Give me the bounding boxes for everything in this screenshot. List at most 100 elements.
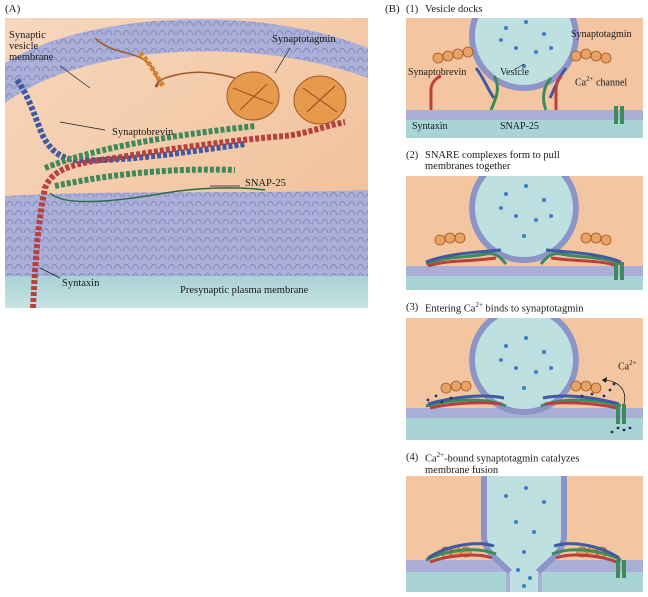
snare-red-right [550, 256, 619, 268]
panel-a-letter: (A) [5, 3, 21, 15]
snare-blue-right [542, 394, 620, 406]
vesicle-contents [499, 20, 553, 68]
extracellular-space [406, 120, 643, 138]
synaptotagmin-left [434, 232, 466, 246]
label-snap25-a: SNAP-25 [245, 178, 286, 189]
synaptotagmin-strands [232, 83, 338, 113]
step4-title-post: -bound synaptotagmin catalyzes membrane … [425, 453, 580, 476]
snare-blue-left [427, 542, 495, 560]
plasma-membrane [5, 190, 368, 280]
label-vesicle: Vesicle [500, 67, 529, 78]
panel-a-illustration [5, 18, 368, 308]
released-contents [504, 486, 546, 588]
leader-syntaxin [39, 267, 61, 279]
snare-blue-right [553, 542, 620, 560]
snare-red-left [429, 553, 493, 564]
step4-title-pre: Ca [425, 453, 437, 465]
synaptotagmin-left [432, 46, 474, 64]
extracellular-space [406, 276, 643, 290]
step3-title-sup: 2+ [475, 301, 483, 309]
label-synaptobrevin-a: Synaptobrevin [112, 127, 174, 138]
leader-vesicle [513, 63, 525, 71]
ca-channel-a [616, 404, 620, 424]
ca-channel-b [622, 560, 626, 578]
step2-svg [406, 176, 643, 290]
syntaxin-left [429, 74, 442, 110]
ca-channel-b [620, 106, 624, 124]
vesicle [469, 18, 579, 91]
panel-a-svg [5, 18, 368, 308]
step2-title: SNARE complexes form to pull membranes t… [425, 150, 560, 173]
calcium-arrowhead [602, 377, 607, 383]
extracellular-space [5, 276, 368, 308]
step4-svg [406, 476, 643, 592]
snare-green-right [551, 548, 622, 562]
ca-channel-a [614, 262, 618, 280]
label-syntaxin-b: Syntaxin [412, 121, 448, 132]
step4-panel [406, 476, 643, 592]
label-ca-channel-sup: 2+ [586, 75, 594, 83]
label-ca-channel-pre: Ca [575, 77, 587, 89]
label-synaptobrevin-b: Synaptobrevin [408, 67, 467, 78]
label-ca-channel: Ca2+ channel [575, 75, 628, 89]
snare-green-right [539, 252, 622, 266]
plasma-membrane [406, 266, 643, 276]
step4-title: Ca2+-bound synaptotagmin catalyzes membr… [425, 451, 580, 476]
step4-title-sup: 2+ [436, 451, 445, 459]
syntaxin-helix [30, 119, 346, 308]
extracellular-space [406, 418, 643, 440]
vesicle-contents [499, 336, 553, 390]
snare-red-right [544, 401, 618, 410]
synaptotagmin-right [580, 232, 612, 246]
vesicle-membrane [5, 19, 368, 103]
step2-number: (2) [406, 150, 419, 161]
step3-title: Entering Ca2+ binds to synaptotagmin [425, 301, 584, 315]
snare-blue-right [545, 248, 622, 264]
snap25-right [542, 77, 553, 111]
syntaxin-right [554, 74, 563, 110]
leader-vesicle-membrane [59, 65, 91, 89]
snare-blue-left [427, 394, 505, 406]
step2-panel [406, 176, 643, 290]
synaptotagmin-tmd [138, 51, 166, 88]
panel-b-letter: (B) [385, 3, 400, 15]
snare-red-left [429, 401, 503, 410]
snare-red-left [427, 256, 497, 268]
ca-channel-a [614, 106, 618, 124]
label-presynaptic-plasma-membrane: Presynaptic plasma membrane [180, 285, 309, 296]
step4-number: (4) [406, 452, 419, 463]
label-synaptotagmin-b: Synaptotagmin [571, 29, 632, 40]
calcium-ions [426, 382, 632, 434]
plasma-membrane [406, 110, 643, 120]
ca-channel-b [622, 404, 626, 424]
snap25-left [489, 75, 499, 111]
synaptotagmin-left [440, 380, 472, 394]
step3-svg [406, 318, 643, 440]
snap25-helix-1 [43, 123, 256, 171]
snare-green-left [425, 548, 497, 562]
step1-title: Vesicle docks [425, 4, 483, 15]
leader-synaptotagmin [274, 47, 291, 74]
vesicle [469, 176, 579, 263]
synaptobrevin-left [474, 67, 496, 99]
synaptotagmin-right [570, 48, 612, 64]
step3-title-post: binds to synaptotagmin [482, 303, 584, 315]
label-ca-step3-sup: 2+ [629, 359, 637, 367]
label-ca-step3: Ca2+ [618, 359, 637, 373]
leader-synaptobrevin [59, 121, 106, 131]
step1-panel [406, 18, 643, 138]
synaptotagmin-linker [94, 37, 236, 88]
snap25-helix-2 [54, 166, 236, 189]
snare-red-right [555, 553, 618, 564]
step1-svg [406, 18, 643, 138]
synaptotagmin-right [570, 380, 602, 394]
snap25-linker [49, 187, 266, 203]
label-ca-step3-pre: Ca [618, 361, 630, 373]
step3-panel [406, 318, 643, 440]
label-synaptic-vesicle-membrane: Synaptic vesicle membrane [9, 30, 54, 64]
step1-number: (1) [406, 4, 419, 15]
label-syntaxin-a: Syntaxin [62, 278, 100, 289]
label-ca-channel-post: channel [593, 77, 628, 89]
vesicle [469, 318, 579, 415]
snare-blue-left [425, 248, 502, 264]
